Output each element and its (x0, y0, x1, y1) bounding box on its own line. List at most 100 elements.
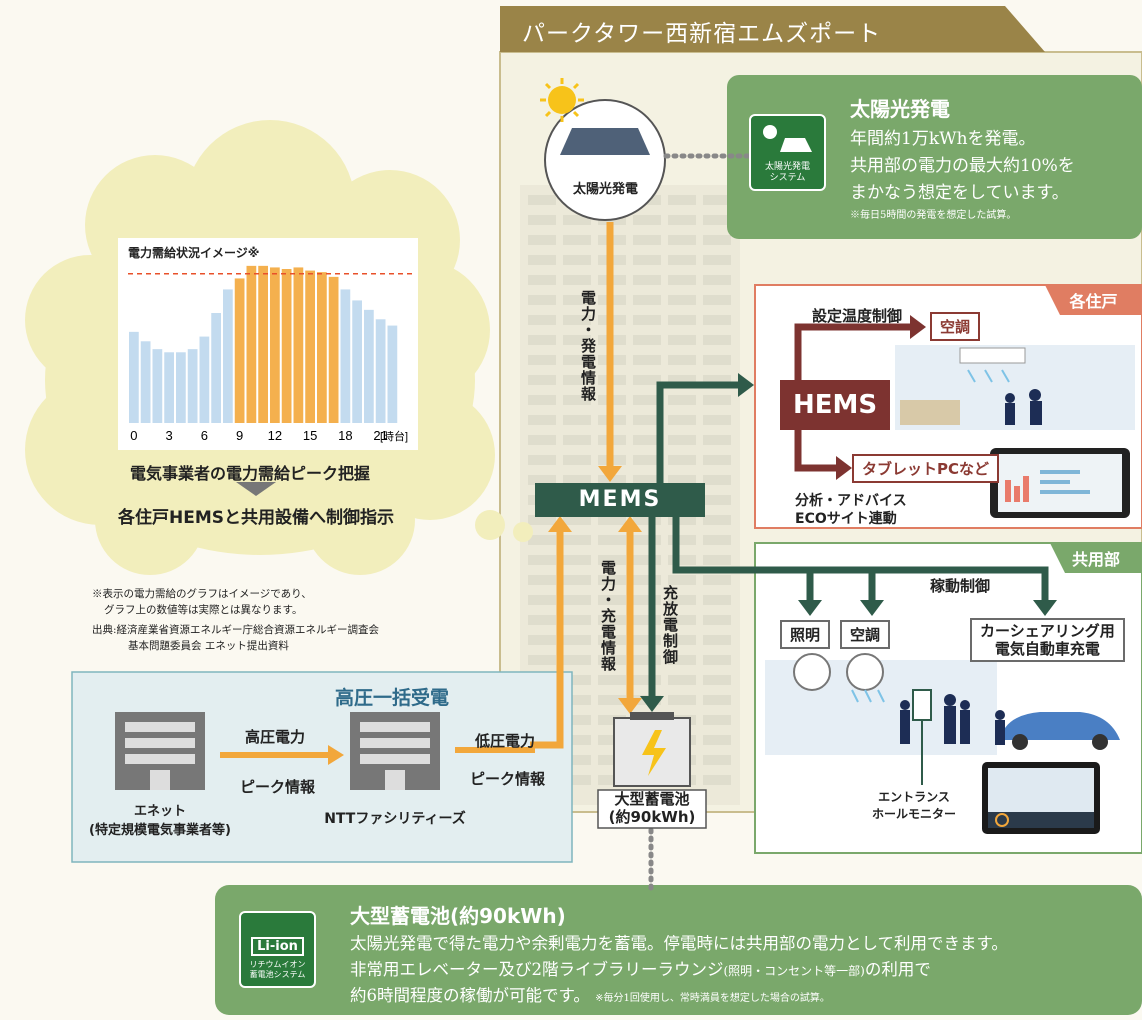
power-charge-info-label: 電力・充電情報 (599, 560, 617, 672)
peak-info2-label: ピーク情報 (470, 770, 546, 788)
chart-xtick: 6 (201, 428, 208, 443)
solar-icon-label: 太陽光発電 システム (764, 162, 810, 183)
solar-line1: 年間約1万kWhを発電。 (850, 129, 1036, 149)
ennet-name: エネット (133, 804, 186, 819)
battery-line2: 非常用エレベーター及び2階ライブラリーラウンジ(照明・コンセント等一部)の利用で (350, 956, 931, 980)
battery-line3: 約6時間程度の稼働が可能です。 ※毎分1回使用し、常時満員を想定した場合の試算。 (350, 982, 830, 1006)
note2: グラフ上の数値等は実際とは異なります。 (104, 604, 303, 616)
entrance-monitor-label: エントランス ホールモニター (872, 788, 956, 822)
chart-bar-hour-14 (293, 267, 304, 423)
page-title: パークタワー西新宿エムズポート (522, 21, 882, 47)
chart-bar-hour-2 (152, 349, 163, 423)
carshare-line1: カーシェアリング用 (980, 622, 1115, 640)
temp-control-label: 設定温度制御 (812, 307, 903, 325)
cloud-peak-text: 電気事業者の電力需給ピーク把握 (130, 464, 371, 483)
solar-heading: 太陽光発電 (850, 97, 950, 121)
lighting-tag: 照明 (780, 620, 831, 649)
analysis-line2: ECOサイト連動 (795, 511, 897, 527)
chart-bar-hour-7 (211, 313, 221, 423)
chart-bar-hour-21 (375, 319, 386, 423)
chart-bar-hour-15 (305, 270, 315, 423)
ennet-building (115, 712, 205, 790)
li-ion-text: Li-ion (251, 937, 304, 956)
common-badge-bg (1050, 543, 1142, 573)
chart-bar-hour-22 (387, 325, 398, 423)
carshare-line2: 電気自動車充電 (994, 640, 1100, 658)
chart-bar-hour-9 (234, 278, 245, 423)
chart-bar-hour-10 (246, 265, 257, 423)
chart-bar-hour-19 (352, 300, 362, 423)
chart-xtick: 18 (338, 428, 352, 443)
battery-info-box (215, 885, 1142, 1015)
peak-info-label: ピーク情報 (240, 778, 316, 796)
chart-xtick: 12 (268, 428, 282, 443)
common-badge: 共用部 (1071, 550, 1120, 569)
solar-note: ※毎日5時間の発電を想定した試算。 (850, 210, 1017, 221)
chart-xtick: 15 (303, 428, 317, 443)
battery-label: 大型蓄電池 (約90kWh) (598, 790, 706, 826)
chart-xtick: 3 (166, 428, 173, 443)
battery-line1: 太陽光発電で得た電力や余剰電力を蓄電。停電時には共用部の電力として利用できます。 (350, 934, 1008, 953)
analysis-line1: 分析・アドバイス (795, 493, 907, 509)
battery-note: ※毎分1回使用し、常時満員を想定した場合の試算。 (595, 993, 830, 1004)
chart-bar-hour-3 (164, 352, 174, 423)
common-aircon-tag: 空調 (840, 620, 891, 649)
grid-title: 高圧一括受電 (335, 687, 450, 709)
ennet-sub: (特定規模電気事業者等) (89, 823, 231, 838)
electric-car (1000, 712, 1120, 740)
chart-bar-hour-4 (176, 352, 186, 423)
li-ion-icon-label: Li-ion リチウムイオン 蓄電池システム (240, 935, 315, 980)
battery-line2b: (照明・コンセント等一部) (723, 964, 865, 978)
power-demand-chart: 0 3 6 9 12 15 18 21[時台] (128, 265, 413, 443)
chart-xtick: 0 (130, 428, 137, 443)
battery-label-line1: 大型蓄電池 (614, 790, 690, 808)
solar-circle-label: 太陽光発電 (573, 182, 639, 197)
entrance-line1: エントランス (878, 790, 950, 804)
household-badge: 各住戸 (1069, 292, 1118, 311)
chart-title: 電力需給状況イメージ※ (128, 246, 260, 260)
mems-box (535, 483, 705, 517)
ennet-label: エネット (特定規模電気事業者等) (80, 800, 240, 838)
chart-bar-hour-5 (187, 349, 198, 423)
li-ion-icon (239, 911, 316, 988)
tablet-tag: タブレットPCなど (852, 454, 1000, 483)
solar-line3: まかなう想定をしています。 (850, 183, 1069, 203)
household-badge-bg (1045, 285, 1142, 315)
note1: ※表示の電力需給のグラフはイメージであり、 (92, 588, 312, 600)
cloud-instruction-text: 各住戸HEMSと共用設備へ制御指示 (118, 508, 395, 528)
battery-line3a: 約6時間程度の稼働が可能です。 (350, 986, 590, 1005)
li-ion-subtext: リチウムイオン 蓄電池システム (249, 960, 306, 979)
note3: 出典:経済産業省資源エネルギー庁総合資源エネルギー調査会 (92, 624, 380, 636)
chart-x-unit: [時台] (380, 429, 408, 443)
chart-bar-hour-18 (340, 289, 351, 423)
chart-bar-hour-17 (328, 276, 339, 423)
carshare-tag: カーシェアリング用 電気自動車充電 (970, 618, 1125, 662)
charge-control-label: 充放電制御 (661, 585, 679, 665)
chart-notes: ※表示の電力需給のグラフはイメージであり、 グラフ上の数値等は実際とは異なります… (92, 586, 379, 654)
mems-label: MEMS (578, 487, 662, 512)
power-gen-info-label: 電力・発電情報 (579, 290, 597, 402)
solar-info-box (727, 75, 1142, 239)
ntt-building (350, 712, 440, 790)
chart-xtick: 9 (236, 428, 243, 443)
entrance-line2: ホールモニター (872, 807, 957, 821)
hems-label: HEMS (792, 390, 878, 420)
solar-line2: 共用部の電力の最大約10%を (850, 156, 1075, 176)
high-power-label: 高圧電力 (245, 728, 306, 746)
ntt-label: NTTファシリティーズ (324, 811, 466, 827)
battery-heading: 大型蓄電池(約90kWh) (350, 904, 566, 928)
battery-label-line2: (約90kWh) (608, 808, 696, 826)
chart-xtick: 21 (373, 428, 387, 443)
chart-bar-hour-16 (317, 272, 327, 423)
chart-bar-hour-8 (223, 289, 233, 423)
chart-bar-hour-12 (270, 267, 280, 423)
aircon-tag: 空調 (930, 312, 981, 341)
note4: 基本問題委員会 エネット提出資料 (128, 640, 289, 652)
title-ribbon (500, 6, 1045, 52)
solar-panel-graphic (560, 128, 650, 155)
low-power-label: 低圧電力 (475, 732, 536, 750)
chart-bar-hour-1 (140, 341, 151, 423)
operation-control-label: 稼動制御 (930, 577, 991, 595)
chart-bar-hour-13 (281, 269, 292, 423)
